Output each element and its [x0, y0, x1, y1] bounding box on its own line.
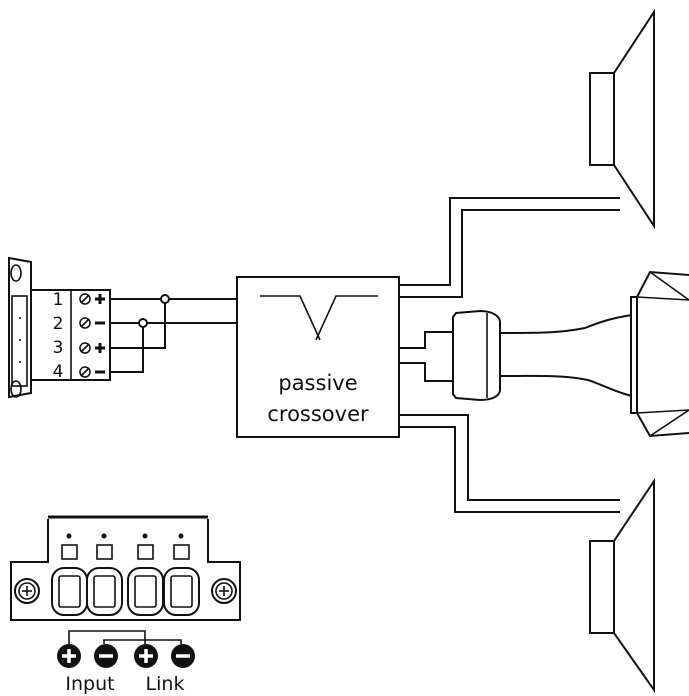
minus-icon	[94, 644, 118, 668]
crossover-label-line1: passive	[278, 371, 357, 395]
top-speaker-icon	[589, 8, 655, 230]
speaker-wires	[399, 197, 620, 513]
connector-bracket	[68, 630, 182, 644]
crossover-label-line2: crossover	[267, 402, 369, 426]
polarity-icon	[95, 294, 105, 374]
euroblock-connector-icon	[10, 515, 241, 621]
terminal-number-1: 1	[53, 290, 64, 310]
screw-icon	[79, 293, 91, 378]
input-label: Input	[65, 673, 114, 695]
connector-slots	[51, 533, 200, 616]
terminal-number-3: 3	[53, 338, 64, 358]
bottom-speaker-icon	[589, 477, 655, 694]
terminal-number-2: 2	[53, 314, 64, 334]
plus-icon	[134, 644, 158, 668]
crossover-box: passive crossover	[236, 276, 400, 438]
terminal-block: 1 2 3 4	[30, 289, 111, 382]
wall-plate-icon	[8, 256, 32, 399]
input-wires	[110, 294, 237, 373]
horn-tweeter-icon	[452, 270, 689, 438]
link-label: Link	[146, 673, 185, 695]
plus-icon	[57, 644, 81, 668]
terminal-number-4: 4	[53, 362, 64, 382]
minus-icon	[171, 644, 195, 668]
